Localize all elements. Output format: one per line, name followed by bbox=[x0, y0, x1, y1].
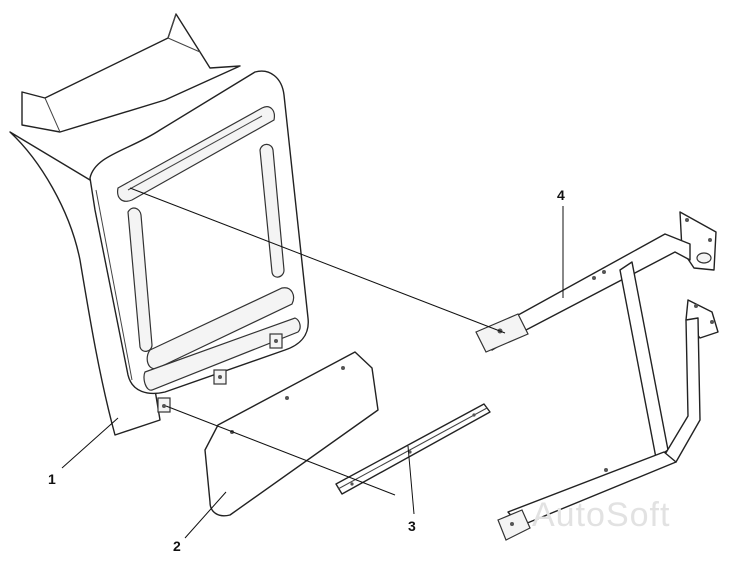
part-1-fender-panel bbox=[9, 13, 309, 436]
assembly-lines bbox=[129, 187, 506, 496]
callout-1-leader bbox=[61, 417, 119, 469]
part-4-support-bracket bbox=[475, 211, 719, 541]
callout-2: 2 bbox=[173, 538, 181, 554]
callout-4: 4 bbox=[557, 187, 565, 203]
part-2-mud-flap bbox=[204, 351, 379, 517]
callout-3: 3 bbox=[408, 518, 416, 534]
watermark-text: AutoSoft bbox=[532, 496, 671, 534]
part-3-retaining-strip bbox=[335, 403, 491, 495]
callout-2-leader bbox=[184, 491, 227, 539]
callout-3-leader bbox=[407, 445, 415, 515]
callout-1: 1 bbox=[48, 471, 56, 487]
